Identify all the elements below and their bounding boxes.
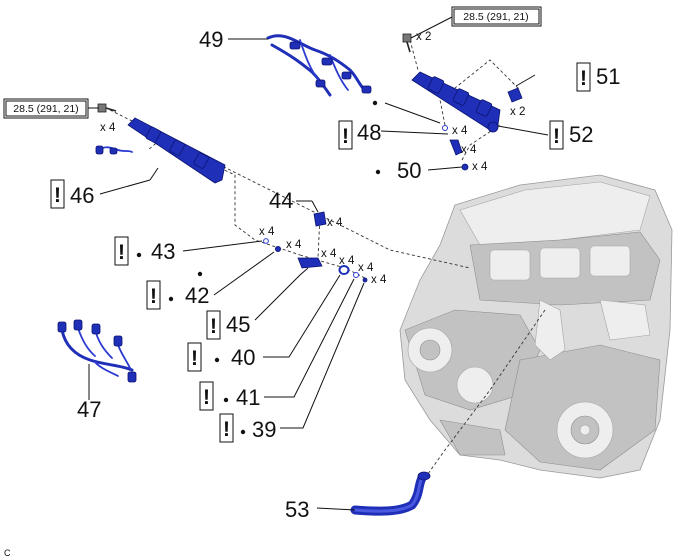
part-42-seal [274,245,281,252]
callout-49: 49 [199,27,223,52]
warning-icon: ! [338,120,353,150]
callout-41: 41 [236,385,260,410]
part-53-hose [350,471,431,516]
part-46-fuel-delivery-pipe [95,117,226,184]
qty-label: x 4 [452,125,468,137]
torque-spec-top-text: 28.5 (291, 21) [463,11,528,23]
part-52-fuel-delivery-pipe [411,71,501,133]
qty-label: x 4 [259,226,275,238]
part-41-ring [353,272,359,278]
figure-corner-label: C [4,548,11,558]
warning-icon: ! [114,236,129,266]
svg-text:!: ! [150,285,157,308]
svg-text:!: ! [118,241,125,264]
part-47-wire-harness [57,319,137,383]
torque-spec-top: 28.5 (291, 21) [410,6,542,39]
part-48-injector [449,139,463,156]
warning-icon: ! [146,280,161,310]
part-44-injector [313,211,327,227]
svg-text:!: ! [54,184,61,207]
part-45-insulator [297,257,323,269]
engine-assembly [399,174,673,479]
callout-45: 45 [226,312,250,337]
callout-48: 48 [357,120,381,145]
qty-label: x 4 [327,217,343,229]
svg-text:!: ! [203,386,210,409]
bolt-icon-top [402,33,412,53]
warning-icon: ! [50,179,65,209]
callout-53: 53 [285,497,309,522]
warning-icon: ! [576,62,591,92]
callout-46: 46 [70,183,94,208]
torque-spec-left: 28.5 (291, 21) [3,98,99,119]
part-number-callouts: 49 48 50 51 52 46 44 43 42 45 40 41 39 4… [70,27,620,522]
callout-47: 47 [77,397,101,422]
callout-40: 40 [231,345,255,370]
part-50-seal [461,163,469,171]
warning-boxes: ! ! ! ! ! ! ! ! [50,62,591,443]
qty-label: x 4 [461,144,477,156]
part-39-seal [362,277,368,283]
qty-label: x 4 [286,239,302,251]
part-49-wire-harness [266,34,372,97]
qty-label: x 4 [371,274,387,286]
bullet-markers [136,100,381,435]
quantity-labels: x 2 x 2 x 4 x 4 x 4 x 4 x 4 x 4 x 4 x 4 … [100,31,525,286]
part-51-bracket [507,87,523,103]
svg-text:!: ! [342,125,349,148]
warning-icon: ! [206,310,221,340]
qty-label: x 4 [358,262,374,274]
warning-icon: ! [187,342,202,372]
callout-52: 52 [569,122,593,147]
bolt-icon-left [97,103,117,113]
warning-icon: ! [219,413,234,443]
callout-43: 43 [151,239,175,264]
part-40-ring [338,265,350,275]
qty-label: x 4 [100,122,116,134]
qty-label: x 4 [321,248,337,260]
callout-39: 39 [252,417,276,442]
warning-icon: ! [549,120,564,150]
qty-label: x 2 [510,106,525,118]
small-ring-icon [442,125,448,131]
qty-label: x 4 [339,255,355,267]
svg-text:!: ! [191,347,198,370]
qty-label: x 2 [416,31,431,43]
leader-lines [88,38,549,511]
callout-42: 42 [185,283,209,308]
torque-spec-left-text: 28.5 (291, 21) [13,103,78,115]
part-43-seal [263,238,269,244]
callout-51: 51 [596,64,620,89]
callout-44: 44 [269,188,293,213]
svg-text:!: ! [553,125,560,148]
svg-text:!: ! [580,67,587,90]
svg-text:!: ! [223,418,230,441]
svg-text:!: ! [210,315,217,338]
qty-label: x 4 [472,161,488,173]
warning-icon: ! [199,381,214,411]
callout-50: 50 [397,158,421,183]
